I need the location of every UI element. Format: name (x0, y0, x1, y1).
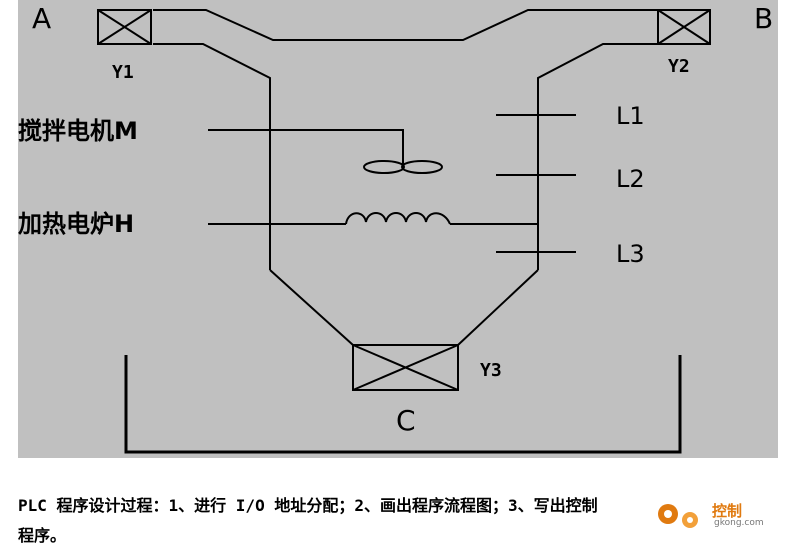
label-inlet-b: B (754, 2, 773, 35)
diagram-panel: A B C Y1 Y2 Y3 L1 L2 L3 搅拌电机M 加热电炉H (18, 0, 778, 458)
valve-y2 (657, 9, 711, 45)
label-valve-y2: Y2 (668, 56, 690, 77)
label-valve-y1: Y1 (112, 62, 134, 83)
gkong-watermark: 控制 gkong.com (652, 494, 782, 534)
caption-line-2: 程序。 (18, 526, 67, 545)
valve-y3 (352, 344, 459, 391)
label-level-l2: L2 (616, 165, 645, 193)
valve-y1 (97, 9, 152, 45)
caption-line-1: PLC 程序设计过程：1、进行 I/O 地址分配；2、画出程序流程图；3、写出控… (18, 496, 598, 515)
label-heater: 加热电炉H (18, 210, 134, 238)
receiving-container (124, 355, 682, 454)
caption: PLC 程序设计过程：1、进行 I/O 地址分配；2、画出程序流程图；3、写出控… (18, 491, 658, 551)
inlet-pipes (153, 9, 658, 346)
level-sensors (496, 114, 576, 253)
mixer-agitator (208, 129, 443, 174)
tank-diagram: A B C Y1 Y2 Y3 L1 L2 L3 搅拌电机M 加热电炉H (18, 2, 773, 454)
label-level-l3: L3 (616, 240, 645, 268)
label-outlet-c: C (396, 404, 416, 437)
label-inlet-a: A (32, 2, 51, 35)
label-level-l1: L1 (616, 102, 645, 130)
label-valve-y3: Y3 (480, 360, 502, 381)
gear-icon (658, 504, 698, 528)
watermark-text: 控制 (712, 502, 743, 520)
label-mixer-motor: 搅拌电机M (18, 117, 138, 145)
heater-coil (208, 212, 538, 225)
watermark-url: gkong.com (714, 518, 764, 528)
